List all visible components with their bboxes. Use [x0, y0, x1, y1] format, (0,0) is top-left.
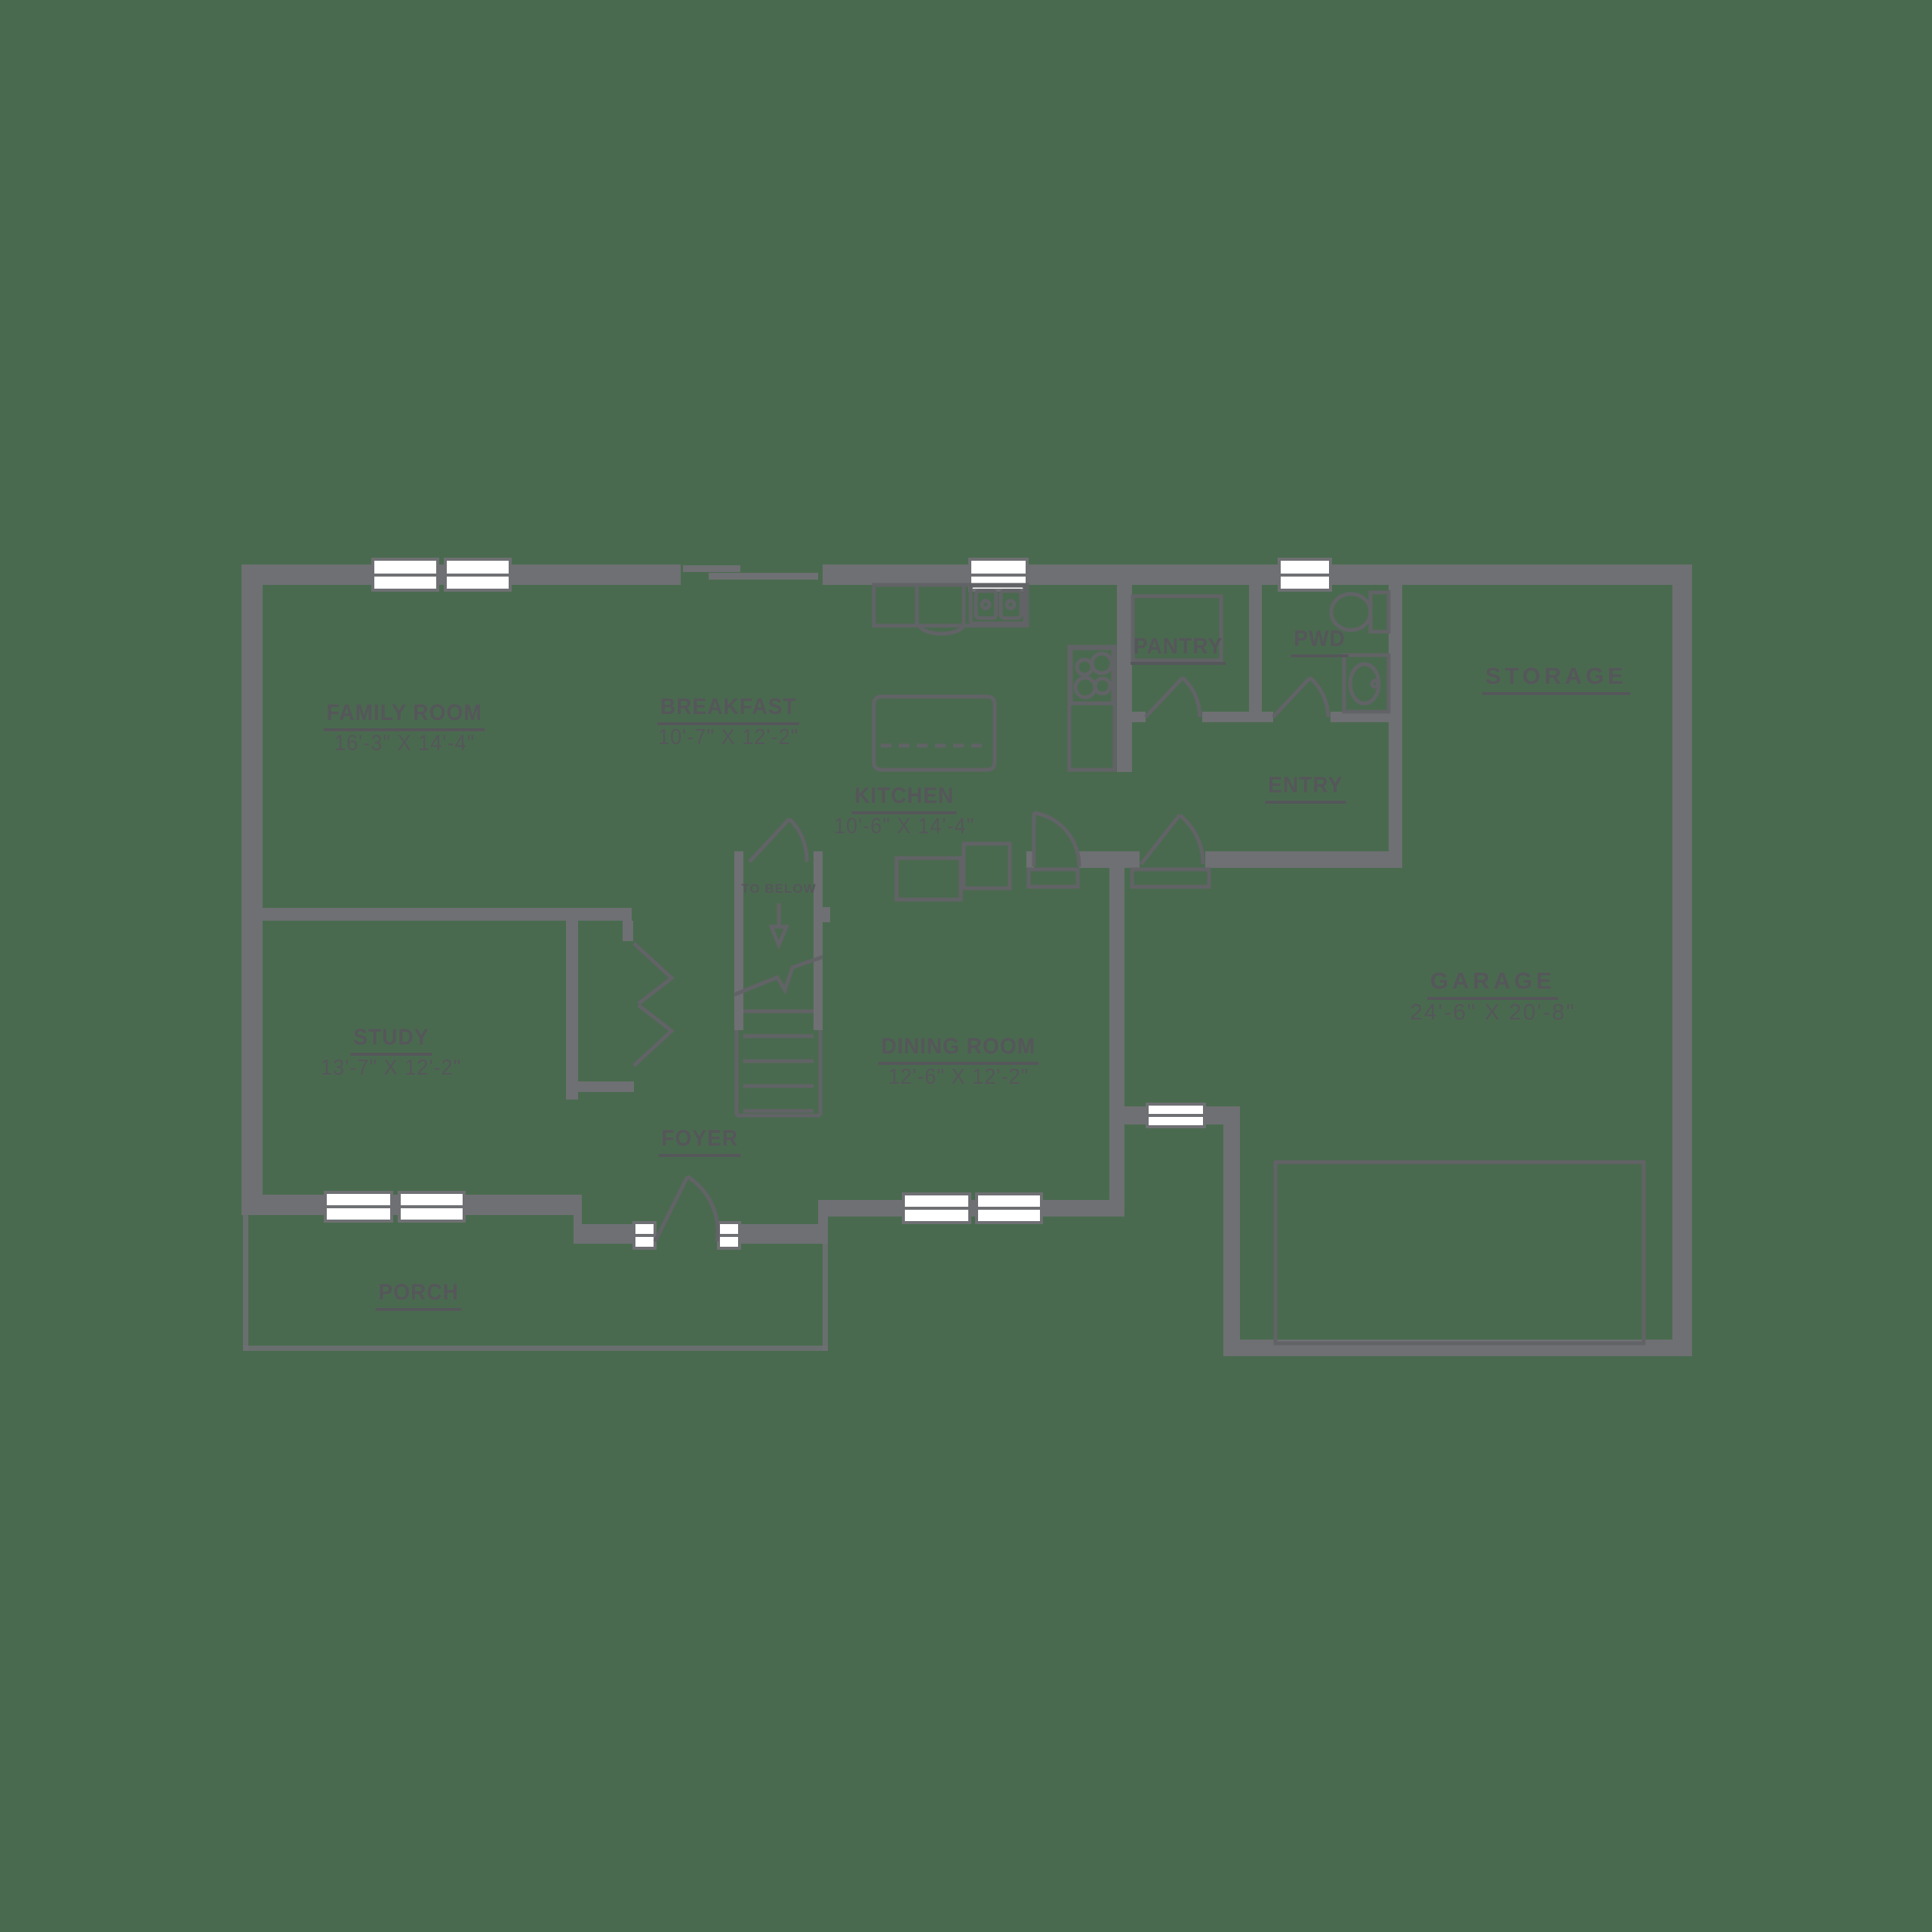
- window-dining-1: [902, 1192, 971, 1224]
- cabinet-icon: [894, 856, 963, 902]
- window-notch: [1146, 1103, 1206, 1128]
- room-dims: 24'-6" X 20'-8": [1410, 1000, 1576, 1025]
- wall-foyer-front-a: [574, 1224, 632, 1244]
- wall-stair-bump: [823, 907, 830, 922]
- wall-family-study: [254, 908, 632, 921]
- room-name: DINING ROOM: [878, 1034, 1039, 1065]
- threshold: [1130, 867, 1211, 889]
- room-name: PORCH: [375, 1280, 463, 1311]
- wall-closet-bottom: [578, 1081, 634, 1092]
- wall-closet-stub: [623, 921, 633, 941]
- room-label-kitchen: KITCHEN 10'-6" X 14'-4": [738, 783, 1070, 839]
- room-name: FOYER: [658, 1126, 741, 1157]
- window-sidelite-left: [632, 1221, 657, 1250]
- wall-dining-right: [1109, 851, 1124, 1217]
- porch-edge-right: [823, 1215, 828, 1351]
- room-dims: 12'-6" X 12'-2": [888, 1065, 1029, 1089]
- toilet-icon: [1329, 590, 1391, 634]
- wall-pantry-bottom-b: [1202, 712, 1273, 722]
- room-dims: 16'-3" X 14'-4": [334, 731, 475, 755]
- room-label-storage: STORAGE: [1390, 663, 1722, 695]
- kitchen-counter-icon: [872, 583, 1029, 636]
- stairs-note-text: TO BELOW: [741, 881, 817, 896]
- window-dining-2: [975, 1192, 1043, 1224]
- room-label-breakfast: BREAKFAST 10'-7" X 12'-2": [562, 694, 894, 750]
- wall-stair-left: [734, 851, 743, 1030]
- room-label-pwd: PWD: [1153, 626, 1485, 657]
- room-label-foyer: FOYER: [534, 1126, 866, 1157]
- wall-entry-right: [1389, 585, 1402, 868]
- room-name: ENTRY: [1265, 773, 1346, 804]
- wall-dining-front: [818, 1200, 1124, 1217]
- porch-edge-left: [243, 1215, 248, 1351]
- pantry-shelves-icon: [1131, 594, 1223, 663]
- room-name: STUDY: [350, 1025, 432, 1056]
- bifold-door-icon: [632, 942, 675, 1067]
- room-name: BREAKFAST: [657, 694, 800, 725]
- room-name: PANTRY: [1131, 634, 1226, 665]
- room-label-entry: ENTRY: [1140, 773, 1472, 804]
- wall-notch-a: [1124, 1106, 1147, 1124]
- window-family-1: [371, 558, 439, 592]
- window-family-2: [444, 558, 512, 592]
- garage-door-icon: [1273, 1160, 1646, 1346]
- wall-left: [242, 565, 263, 1215]
- room-label-dining: DINING ROOM 12'-6" X 12'-2": [792, 1034, 1124, 1090]
- room-label-pantry: PANTRY: [1012, 634, 1344, 665]
- door-swing-icon: [653, 676, 1331, 1243]
- wall-foyer-front-b: [741, 1224, 828, 1244]
- porch-edge-bottom: [243, 1346, 828, 1351]
- cooktop-icon: [1067, 645, 1117, 772]
- room-label-family: FAMILY ROOM 16'-3" X 14'-4": [238, 700, 571, 756]
- window-pwd: [1278, 558, 1332, 592]
- wall-entry-bottom-c: [1205, 851, 1402, 868]
- wall-right: [1672, 565, 1692, 1356]
- kitchen-sink-icon: [968, 583, 1027, 626]
- wall-study-right: [566, 908, 578, 1100]
- sliding-door-icon: [683, 565, 740, 572]
- room-label-garage: GARAGE 24'-6" X 20'-8": [1327, 968, 1659, 1026]
- vanity-sink-icon: [1342, 653, 1391, 714]
- stairs-icon: [734, 955, 823, 1118]
- wall-jog-study-foyer: [574, 1195, 582, 1244]
- wall-entry-bottom-a: [1026, 851, 1034, 868]
- wall-top-right: [823, 565, 1692, 585]
- wall-pantry-bottom-c: [1331, 712, 1389, 722]
- down-arrow-icon: [768, 903, 789, 950]
- window-study-2: [398, 1191, 466, 1223]
- room-name: FAMILY ROOM: [324, 700, 485, 731]
- sliding-door-icon: [709, 573, 818, 580]
- room-name: PWD: [1290, 626, 1349, 657]
- window-study-1: [324, 1191, 393, 1223]
- room-dims: 10'-7" X 12'-2": [657, 725, 799, 749]
- wall-entry-bottom-b: [1079, 851, 1140, 868]
- room-dims: 10'-6" X 14'-4": [833, 814, 975, 838]
- kitchen-island-icon: [872, 694, 997, 772]
- room-name: KITCHEN: [851, 783, 957, 814]
- room-label-study: STUDY 13'-7" X 12'-2": [225, 1025, 557, 1081]
- room-name: GARAGE: [1426, 968, 1559, 1000]
- room-dims: 13'-7" X 12'-2": [320, 1056, 462, 1080]
- room-label-porch: PORCH: [253, 1280, 585, 1311]
- stairs-note: TO BELOW: [703, 881, 854, 897]
- cabinet-icon: [961, 841, 1012, 891]
- wall-garage-left: [1223, 1106, 1240, 1356]
- wall-pantry-pwd: [1249, 585, 1262, 712]
- wall-kitchen-pantry: [1117, 585, 1132, 772]
- room-name: STORAGE: [1482, 663, 1630, 695]
- threshold: [1026, 867, 1080, 889]
- wall-pantry-bottom-a: [1117, 712, 1146, 722]
- wall-stair-right: [814, 851, 823, 1030]
